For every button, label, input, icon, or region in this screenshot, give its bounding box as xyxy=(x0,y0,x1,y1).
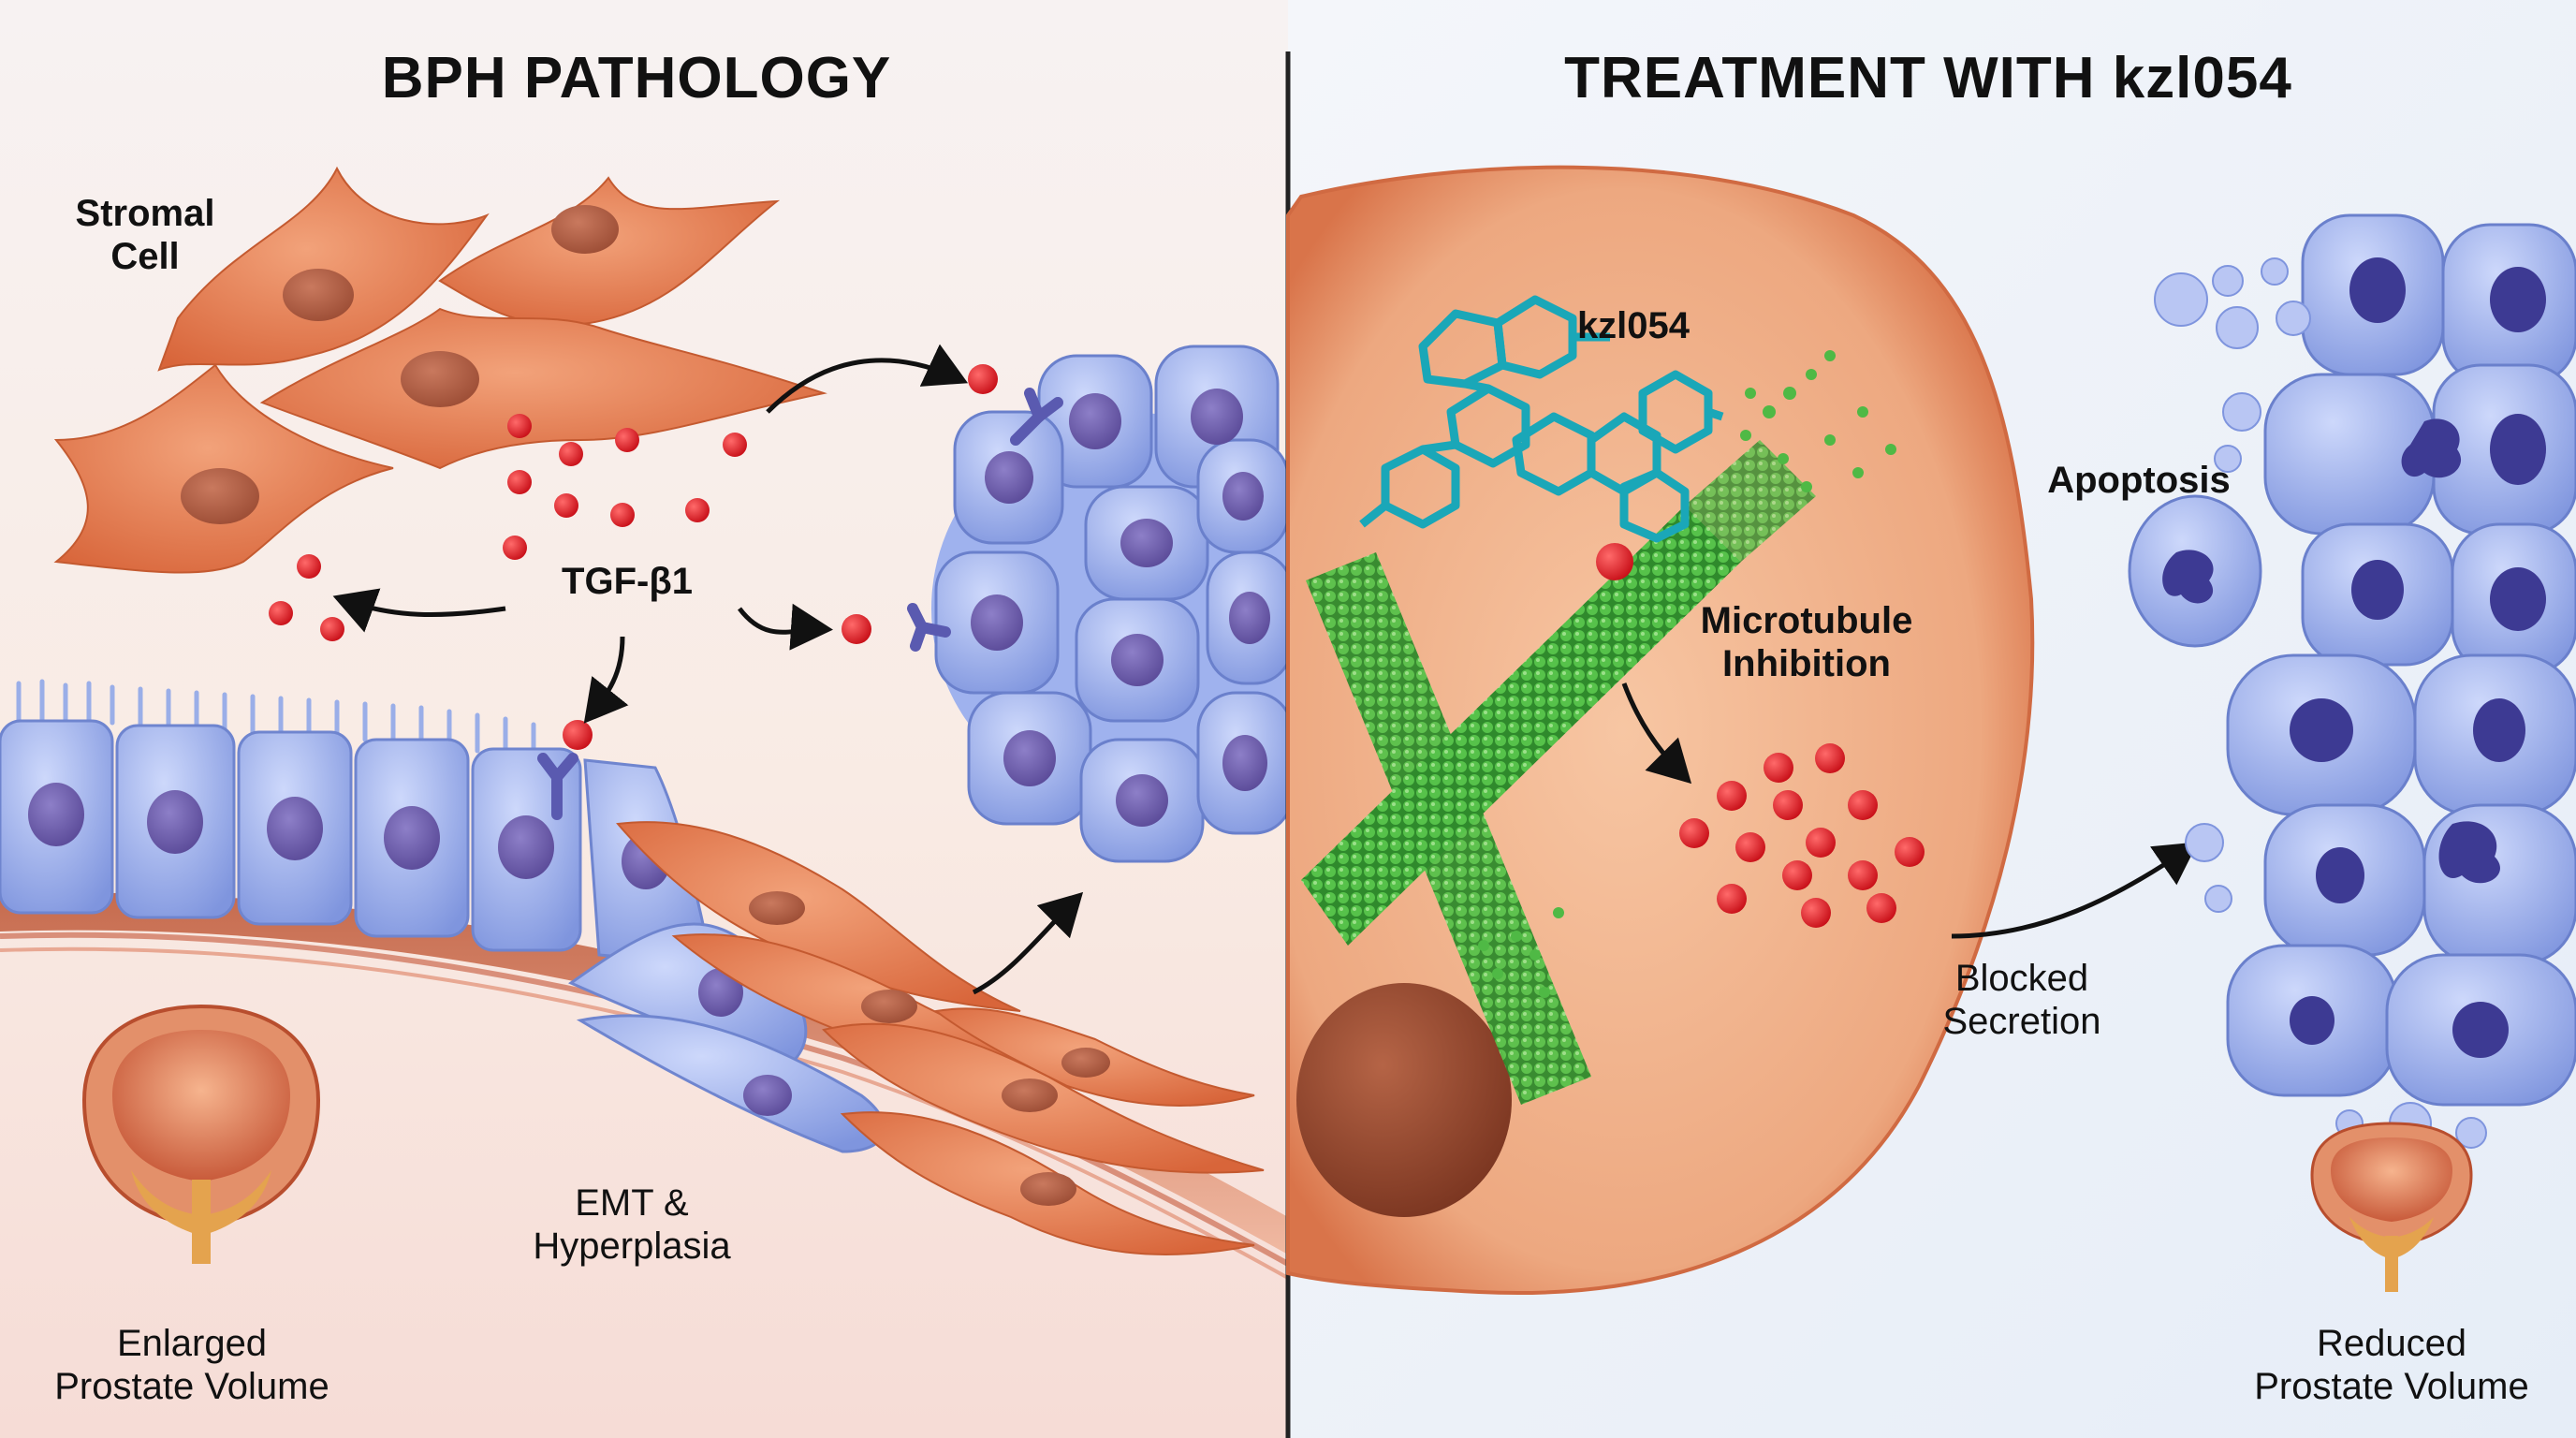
apoptotic-cells xyxy=(2128,213,2576,1149)
stromal-cell-label: Stromal Cell xyxy=(75,193,215,277)
treatment-arrows xyxy=(1621,682,2199,939)
reduced-prostate-label: Reduced Prostate Volume xyxy=(2254,1323,2529,1407)
blocked-secretion-label: Blocked Secretion xyxy=(1942,958,2101,1042)
epithelial-acinus xyxy=(931,345,1325,863)
receptors xyxy=(537,364,1063,820)
emt-spindle-cells xyxy=(616,821,1265,1255)
retained-granules xyxy=(1679,743,1925,928)
enlarged-prostate-label: Enlarged Prostate Volume xyxy=(54,1323,329,1407)
compound-label: kzl054 xyxy=(1576,305,1690,346)
kzl054-molecule xyxy=(1359,295,1724,543)
emt-hyperplasia-label: EMT & Hyperplasia xyxy=(533,1182,731,1267)
microtubule-inhibition-label: Microtubule Inhibition xyxy=(1700,600,1913,684)
treated-cell xyxy=(1286,165,2035,1296)
tgf-beta1-particles xyxy=(269,414,747,641)
right-panel-title: TREATMENT WITH kzl054 xyxy=(1564,46,2292,110)
apoptosis-label: Apoptosis xyxy=(2047,460,2231,501)
reduced-prostate-icon xyxy=(2310,1122,2473,1292)
enlarged-prostate-icon xyxy=(81,1004,321,1264)
signal-arrows xyxy=(332,344,1084,995)
microtubules xyxy=(1301,350,1896,1105)
binding-site xyxy=(1596,543,1633,580)
tgf-beta1-label: TGF-β1 xyxy=(562,561,693,602)
left-panel-title: BPH PATHOLOGY xyxy=(381,46,892,110)
stromal-cells-top xyxy=(53,166,827,574)
